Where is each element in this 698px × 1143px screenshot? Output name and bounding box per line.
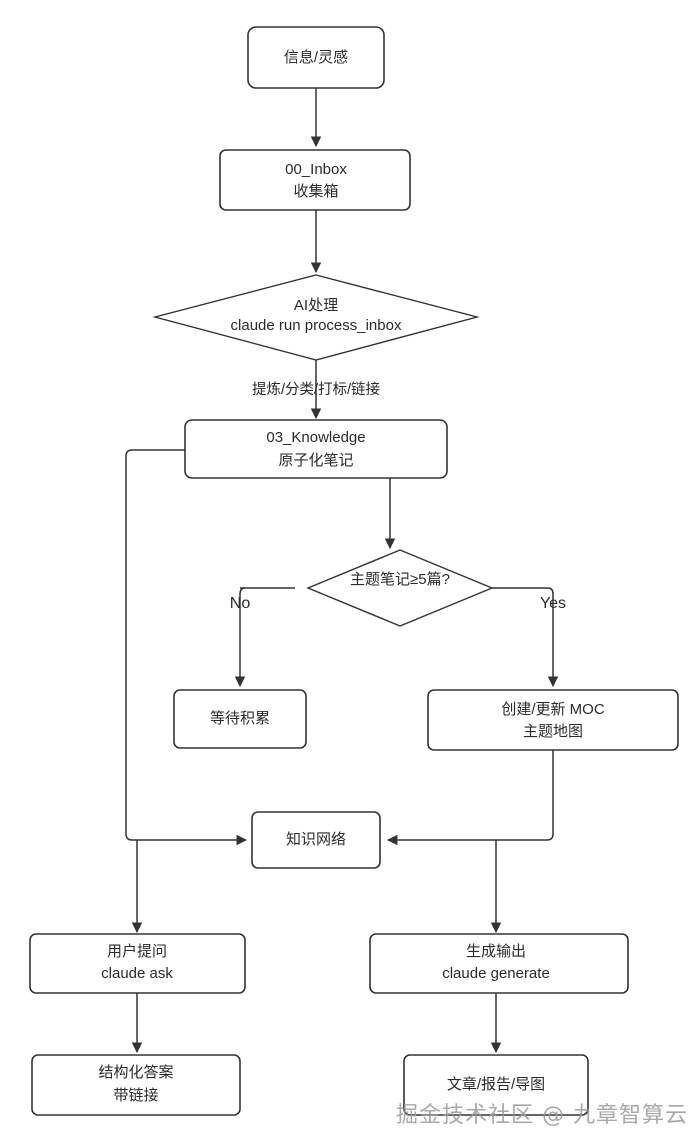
node-inbox-label-line2: 收集箱: [293, 183, 338, 200]
node-knowledge-network[interactable]: 知识网络: [251, 811, 381, 869]
node-source-label: 信息/灵感: [284, 49, 348, 66]
node-decision-label: 主题笔记≥5篇?: [350, 570, 450, 588]
node-inbox-label-line1: 00_Inbox: [285, 161, 347, 178]
node-network-shape[interactable]: [251, 811, 381, 869]
node-ai-process-label-line1: AI处理: [294, 297, 338, 314]
node-moc[interactable]: 创建/更新 MOC 主题地图: [427, 689, 679, 751]
node-wait-label: 等待积累: [210, 709, 270, 727]
edge-label-process: 提炼/分类/打标/链接: [252, 381, 380, 398]
edge-moc-to-network: [386, 750, 554, 846]
edge-knowledge-to-network: [125, 449, 248, 846]
node-ask-shape[interactable]: [29, 933, 246, 994]
node-user-ask[interactable]: 用户提问 claude ask: [29, 933, 246, 994]
node-ask-label-line2: claude ask: [101, 965, 173, 982]
node-wait-shape[interactable]: [173, 689, 307, 749]
node-knowledge-shape[interactable]: [184, 419, 448, 479]
edge-decision-yes-to-moc: [485, 587, 559, 688]
branch-label-no: No: [230, 595, 251, 612]
branch-label-yes: Yes: [540, 595, 566, 612]
node-answer-label-line1: 结构化答案: [98, 1063, 173, 1081]
node-moc-label-line1: 创建/更新 MOC: [501, 701, 604, 718]
node-moc-label-line2: 主题地图: [523, 723, 583, 740]
node-ask-label-line1: 用户提问: [107, 943, 167, 960]
node-knowledge-label-line2: 原子化笔记: [278, 452, 353, 469]
node-answer-shape[interactable]: [31, 1054, 241, 1116]
node-artifacts-shape[interactable]: [403, 1054, 589, 1116]
watermark: 掘金技术社区 @ 九章智算云: [396, 1103, 688, 1128]
node-network-label: 知识网络: [286, 831, 346, 848]
node-inbox[interactable]: 00_Inbox 收集箱: [219, 149, 411, 211]
node-inbox-shape[interactable]: [219, 149, 411, 211]
node-generate-label-line1: 生成输出: [466, 943, 526, 960]
node-knowledge[interactable]: 03_Knowledge 原子化笔记: [184, 419, 448, 479]
node-source-shape[interactable]: [247, 26, 385, 89]
node-source[interactable]: 信息/灵感: [247, 26, 385, 89]
node-artifacts-label: 文章/报告/导图: [447, 1075, 545, 1093]
node-decision-note-count[interactable]: 主题笔记≥5篇?: [306, 549, 494, 627]
node-ai-process-label-line2: claude run process_inbox: [231, 317, 402, 334]
node-answer-label-line2: 带链接: [113, 1087, 158, 1104]
node-moc-shape[interactable]: [427, 689, 679, 751]
node-structured-answer[interactable]: 结构化答案 带链接: [31, 1054, 241, 1116]
node-ai-process-shape[interactable]: [152, 274, 480, 361]
node-ai-process[interactable]: AI处理 claude run process_inbox: [152, 274, 480, 361]
node-generate-shape[interactable]: [369, 933, 629, 994]
node-knowledge-label-line1: 03_Knowledge: [266, 429, 365, 446]
node-decision-shape[interactable]: [306, 549, 494, 627]
node-generate-label-line2: claude generate: [442, 965, 550, 982]
node-wait[interactable]: 等待积累: [173, 689, 307, 749]
node-generate-output[interactable]: 生成输出 claude generate: [369, 933, 629, 994]
node-artifacts[interactable]: 文章/报告/导图: [403, 1054, 589, 1116]
